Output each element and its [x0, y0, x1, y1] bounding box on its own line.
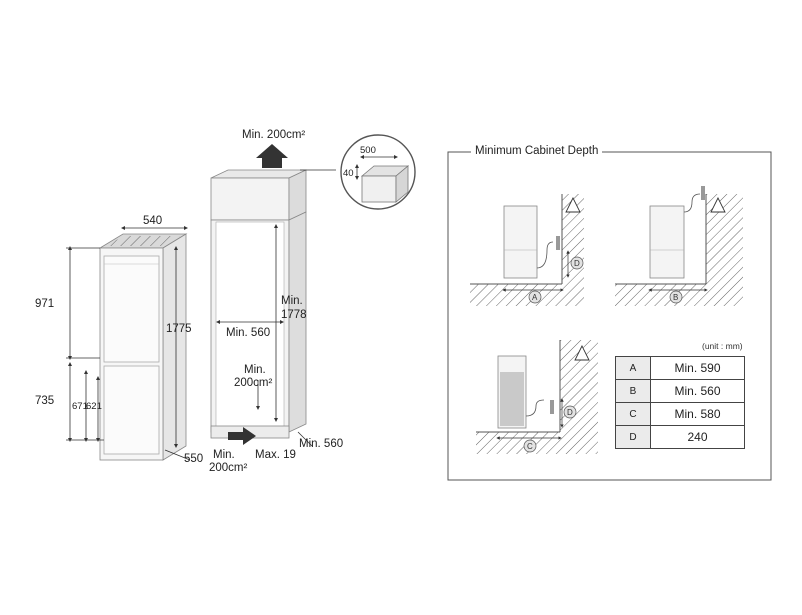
- scenario-a-label: A: [532, 293, 538, 302]
- scenario-c-label: C: [527, 442, 533, 451]
- scenario-b-drawing: [615, 186, 743, 306]
- fridge-dimensions: [66, 226, 191, 461]
- vent-detail-width-label: 500: [360, 145, 376, 156]
- scenario-a-d-label: D: [574, 259, 580, 268]
- inner-vent-label-2: 200cm²: [234, 377, 273, 389]
- row-value: Min. 590: [650, 356, 745, 380]
- cabinet-depth-panel: [447, 151, 772, 481]
- scenario-a-drawing: [470, 194, 584, 306]
- scenario-c-drawing: [476, 340, 598, 454]
- row-key: B: [615, 379, 651, 403]
- unit-label: (unit : mm): [702, 341, 743, 351]
- fridge-depth-label: 550: [184, 453, 203, 465]
- niche-width-label: Min. 560: [226, 327, 270, 339]
- fridge-height-label: 1775: [166, 323, 192, 335]
- fridge-upper-height-label: 971: [35, 298, 54, 310]
- table-row: C Min. 580: [615, 402, 745, 426]
- fridge-lower-height-label: 735: [35, 395, 54, 407]
- vent-detail-depth-label: 40: [343, 168, 354, 179]
- niche-height-label-1: Min.: [281, 295, 303, 307]
- cabinet-depth-table: A Min. 590 B Min. 560 C Min. 580 D 240: [615, 356, 745, 449]
- fridge-lower-b-label: 621: [86, 401, 102, 412]
- row-key: A: [615, 356, 651, 380]
- row-value: Min. 560: [650, 379, 745, 403]
- niche-depth-label: Min. 560: [299, 438, 343, 450]
- fridge-drawing: [98, 233, 188, 461]
- bottom-vent-label-1: Min.: [213, 449, 235, 461]
- niche-height-label-2: 1778: [281, 309, 307, 321]
- cabinet-depth-title: Minimum Cabinet Depth: [471, 145, 603, 157]
- row-key: D: [615, 425, 651, 449]
- airflow-arrows: [228, 144, 288, 445]
- fridge-lower-a-label: 671: [72, 401, 88, 412]
- table-row: A Min. 590: [615, 356, 745, 380]
- scenario-c-d-label: D: [567, 408, 573, 417]
- row-key: C: [615, 402, 651, 426]
- fridge-width-label: 540: [143, 215, 162, 227]
- row-value: 240: [650, 425, 745, 449]
- row-value: Min. 580: [650, 402, 745, 426]
- vent-detail-callout: [340, 134, 416, 210]
- table-row: D 240: [615, 425, 745, 449]
- bottom-vent-label-2: 200cm²: [209, 462, 248, 474]
- table-row: B Min. 560: [615, 379, 745, 403]
- plinth-label: Max. 19: [255, 449, 296, 461]
- scenario-b-label: B: [673, 293, 678, 302]
- niche-dimensions: [216, 169, 336, 447]
- inner-vent-label-1: Min.: [244, 364, 266, 376]
- top-vent-label: Min. 200cm²: [242, 129, 305, 141]
